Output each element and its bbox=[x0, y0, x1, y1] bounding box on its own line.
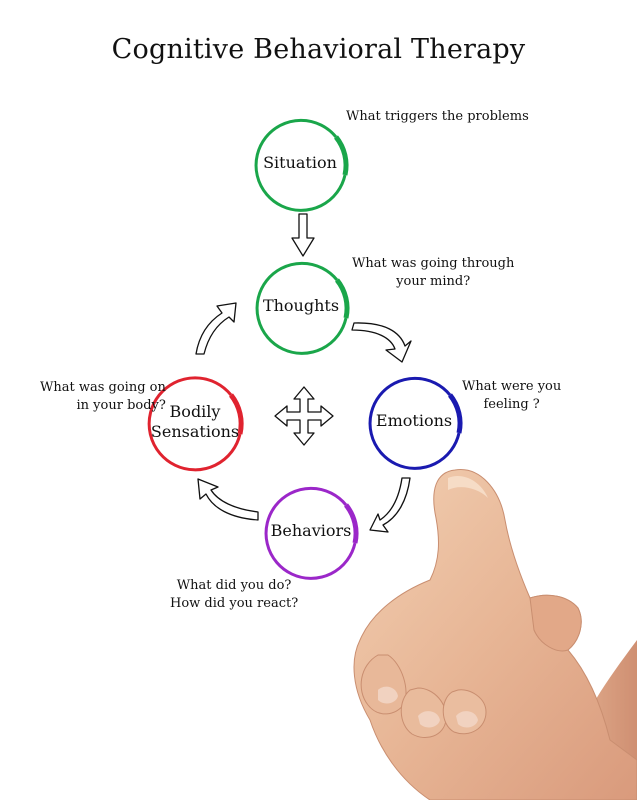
emotions-question: What were you feeling ? bbox=[462, 378, 561, 414]
situation-label: Situation bbox=[263, 153, 337, 172]
thoughts-question-line1: What was going through bbox=[352, 256, 515, 271]
situation-circle bbox=[254, 118, 349, 212]
bodily-label-line2: Sensations bbox=[150, 422, 240, 441]
bodily-question-line1: What was going on bbox=[40, 380, 166, 395]
bodily-sensations-circle bbox=[147, 376, 244, 472]
thoughts-circle bbox=[255, 261, 350, 355]
behaviors-question: What did you do? How did you react? bbox=[170, 577, 298, 613]
behaviors-circle bbox=[264, 486, 359, 580]
emotions-question-line2: feeling ? bbox=[483, 397, 540, 412]
pointing-hand bbox=[353, 469, 637, 800]
emotions-question-line1: What were you bbox=[462, 379, 562, 394]
curved-arrow-icon bbox=[195, 302, 412, 533]
bodily-question: What was going on in your body? bbox=[40, 379, 166, 415]
thoughts-label: Thoughts bbox=[262, 296, 340, 315]
emotions-circle bbox=[368, 376, 463, 470]
thoughts-question: What was going through your mind? bbox=[352, 255, 514, 291]
thoughts-question-line2: your mind? bbox=[396, 274, 471, 289]
behaviors-question-line1: What did you do? bbox=[176, 578, 292, 593]
behaviors-question-line2: How did you react? bbox=[170, 596, 299, 611]
page-title: Cognitive Behavioral Therapy bbox=[111, 34, 526, 65]
down-arrow-icon bbox=[291, 213, 315, 257]
bodily-label-line1: Bodily bbox=[169, 402, 221, 421]
emotions-label: Emotions bbox=[375, 411, 453, 430]
behaviors-label: Behaviors bbox=[270, 521, 352, 540]
situation-question: What triggers the problems bbox=[346, 109, 529, 124]
four-way-arrow-icon bbox=[274, 386, 334, 446]
bodily-question-line2: in your body? bbox=[76, 398, 166, 413]
bodily-sensations-label: Bodily Sensations bbox=[151, 402, 239, 442]
